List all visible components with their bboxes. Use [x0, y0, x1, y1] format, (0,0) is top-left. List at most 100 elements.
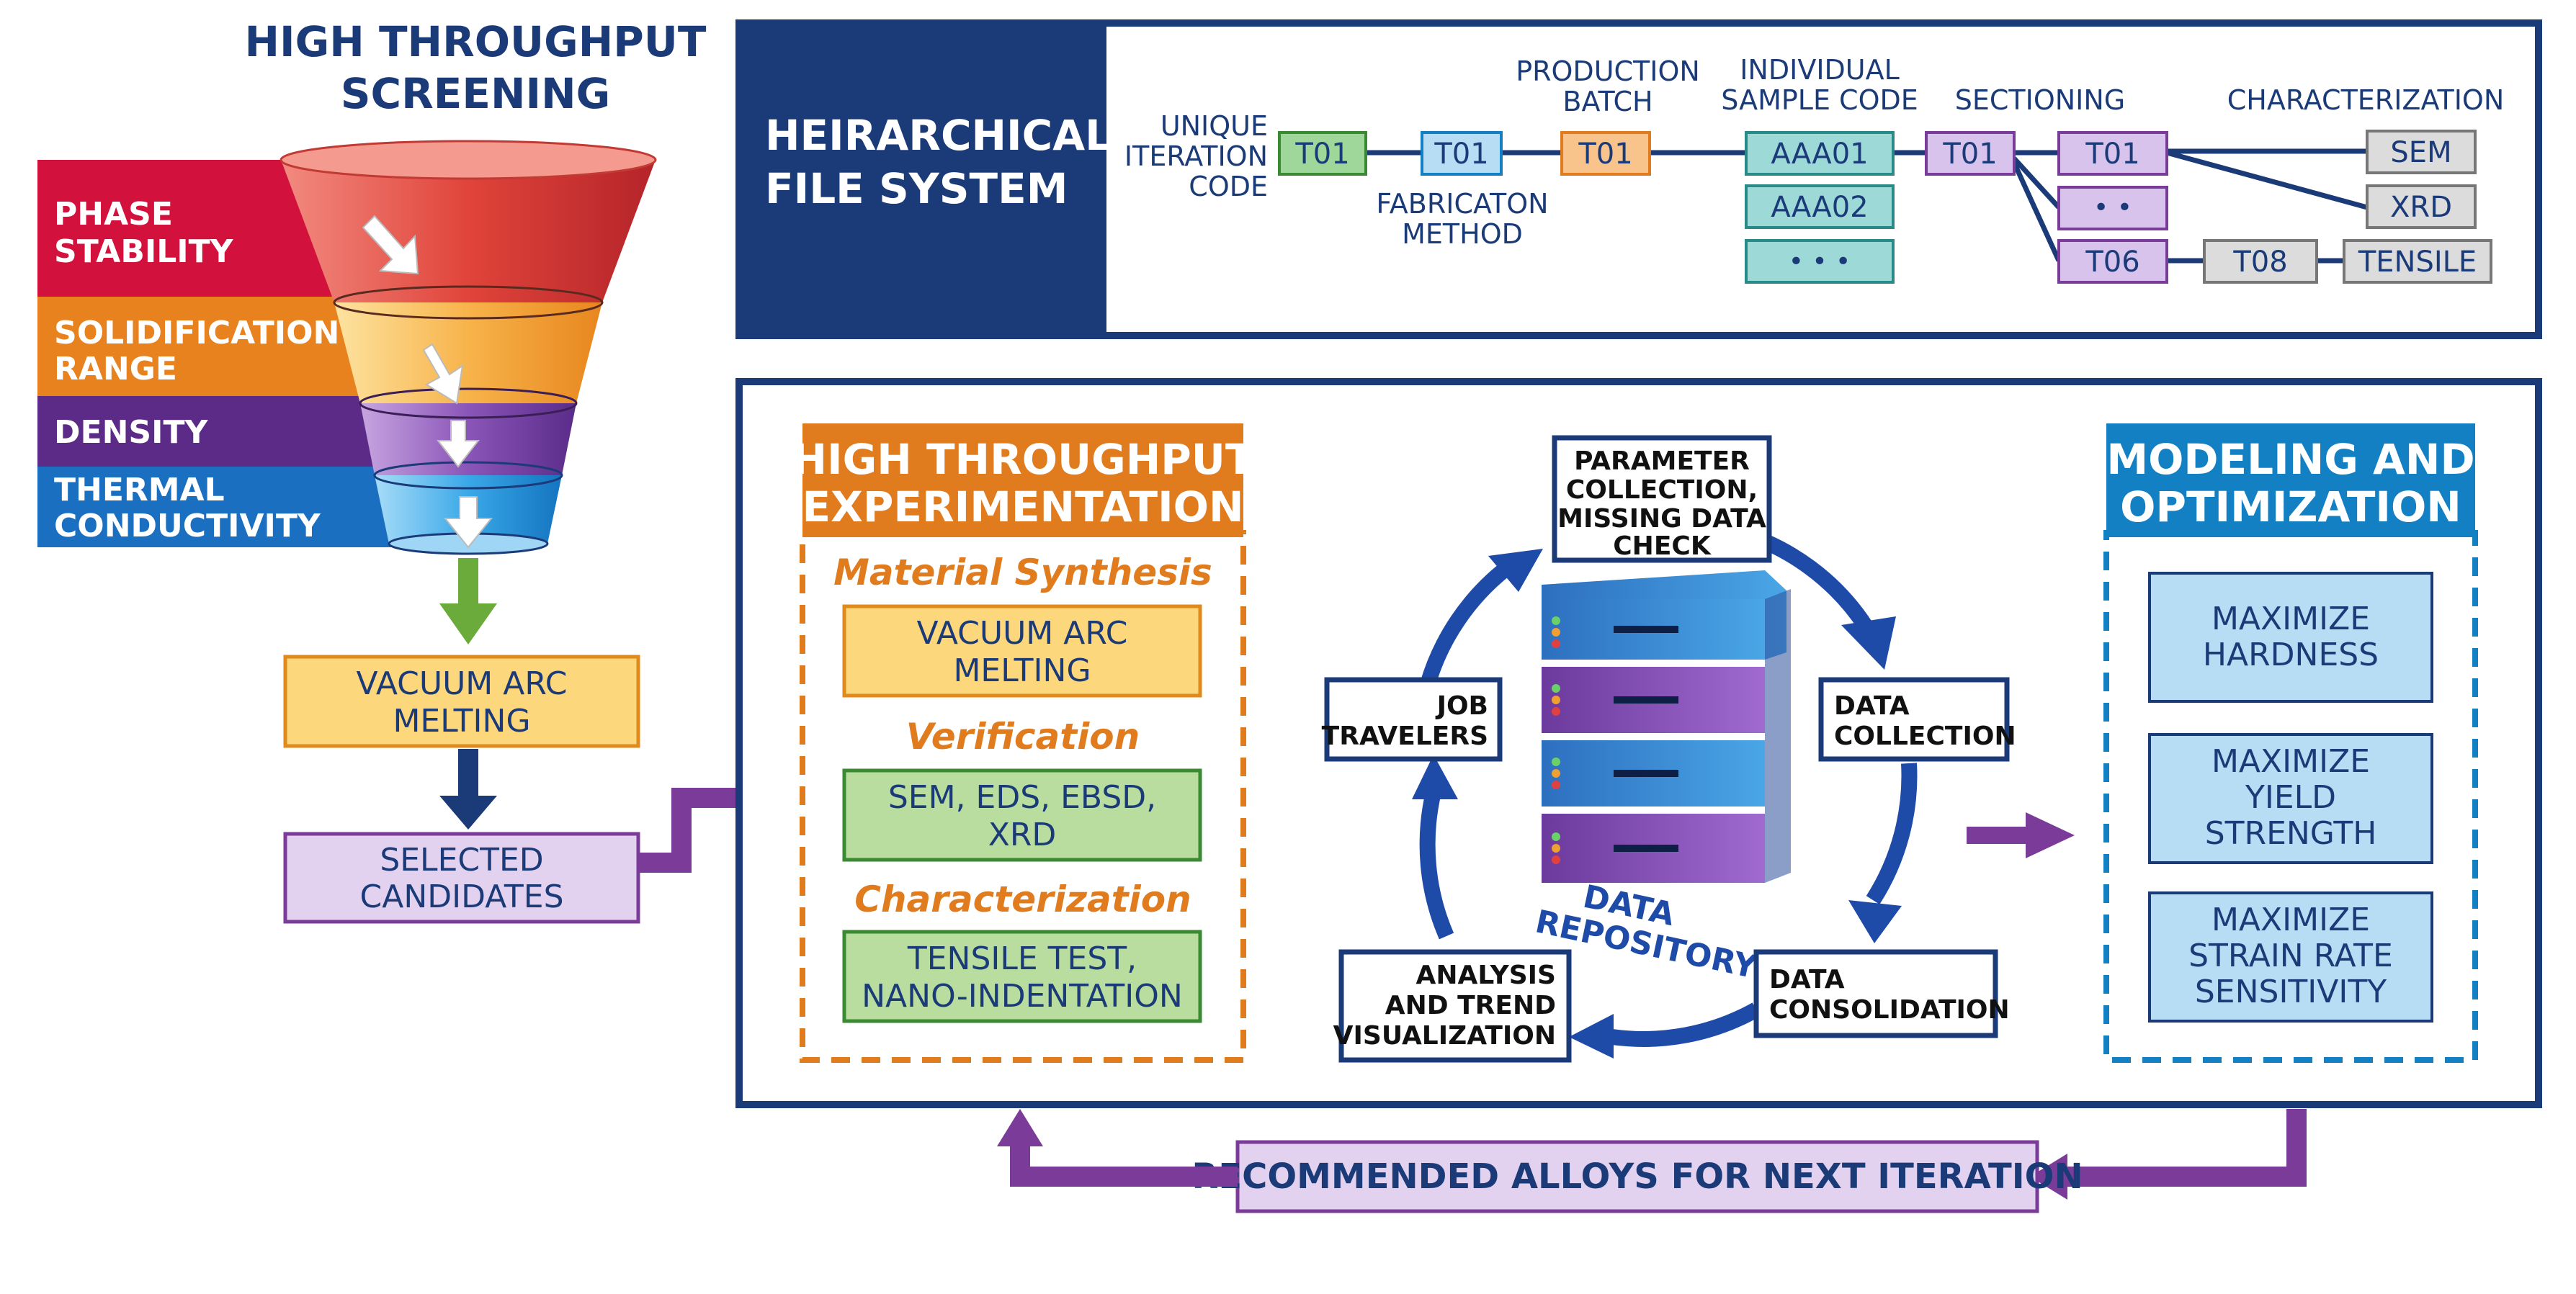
- box-sub2: [2057, 186, 2168, 230]
- consolidation-line1: DATA: [1769, 965, 1845, 994]
- band-density-label: DENSITY: [54, 414, 208, 451]
- verification-line1: SEM, EDS, EBSD,: [888, 779, 1156, 816]
- strain-line3: SENSITIVITY: [2195, 974, 2387, 1010]
- analysis-line2: AND TREND: [1385, 991, 1556, 1020]
- box-batch: [1560, 131, 1651, 176]
- hardness-box: [2148, 572, 2433, 703]
- screening-title-line1: HIGH THROUGHPUT: [245, 17, 707, 66]
- job-line2: TRAVELERS: [1322, 722, 1488, 751]
- box-iteration-text: T01: [1294, 138, 1349, 171]
- box-sample3-text: • • •: [1789, 247, 1851, 277]
- feedback-box: [1235, 1140, 2039, 1213]
- box-sub2-text: • •: [2093, 193, 2132, 223]
- feedback-loop: RECOMMENDED ALLOYS FOR NEXT ITERATION: [997, 1109, 2307, 1213]
- screening-title-line2: SCREENING: [341, 69, 611, 118]
- feedback-right-arrow: [2060, 1109, 2307, 1187]
- candidates-box: [283, 832, 640, 924]
- band-solid-label2: RANGE: [54, 351, 177, 387]
- characterization-line2: NANO-INDENTATION: [862, 978, 1183, 1015]
- param-line1: PARAMETER: [1574, 446, 1750, 476]
- collection-line1: DATA: [1834, 691, 1910, 721]
- characterization-box: [842, 930, 1202, 1023]
- analysis-box: [1338, 949, 1572, 1063]
- synthesis-box: [842, 604, 1202, 698]
- param-line3: MISSING DATA: [1557, 504, 1766, 534]
- yield-line2: YIELD: [2245, 779, 2336, 816]
- modeling-title-line1: MODELING AND: [2106, 435, 2474, 484]
- verification-box: [842, 768, 1202, 862]
- box-sub3-text: T06: [2085, 246, 2139, 279]
- box-iteration: [1278, 131, 1367, 176]
- characterization-line1: TENSILE TEST,: [907, 940, 1137, 977]
- strain-rate-box: [2148, 891, 2433, 1023]
- box-sem-text: SEM: [2390, 136, 2451, 169]
- label-unique-3: CODE: [1189, 171, 1268, 202]
- box-section-text: T01: [1942, 138, 1997, 171]
- box-sub1-text: T01: [2085, 138, 2139, 171]
- melting-line1: VACUUM ARC: [357, 665, 568, 702]
- melting-line2: MELTING: [393, 703, 530, 740]
- band-density: [37, 396, 398, 467]
- box-tensile-text: TENSILE: [2358, 246, 2477, 279]
- strain-line1: MAXIMIZE: [2211, 902, 2370, 938]
- yield-line1: MAXIMIZE: [2211, 743, 2370, 780]
- box-fabrication: [1421, 131, 1503, 176]
- yield-strength-box: [2148, 733, 2433, 864]
- band-solid-label1: SOLIDIFICATION: [54, 315, 339, 351]
- experimentation-title-line2: EXPERIMENTATION: [802, 482, 1243, 531]
- label-characterization: CHARACTERIZATION: [2227, 84, 2505, 116]
- modeling-header: [2106, 423, 2475, 537]
- cycle-arrowheads: [1412, 549, 1902, 1059]
- modeling-section: MODELING AND OPTIMIZATION MAXIMIZE HARDN…: [2103, 423, 2478, 1063]
- repository-cycle: DATA REPOSITORY PARAMETER COLLECTION, MI…: [1322, 435, 2075, 1063]
- box-sub4-text: T08: [2232, 246, 2287, 279]
- melting-box: [283, 655, 640, 748]
- band-thermal-label2: CONDUCTIVITY: [54, 508, 321, 544]
- experimentation-section: HIGH THROUGHPUT EXPERIMENTATION Material…: [792, 423, 1254, 1063]
- box-sub4: [2203, 239, 2318, 284]
- collection-line2: COLLECTION: [1834, 722, 2016, 751]
- file-system-title-line2: FILE SYSTEM: [765, 164, 1068, 213]
- box-sample1: [1745, 131, 1895, 176]
- verification-label: Verification: [906, 716, 1140, 758]
- job-line1: JOB: [1435, 691, 1488, 721]
- navy-down-arrow: [439, 749, 497, 830]
- box-sub3: [2057, 239, 2168, 284]
- synthesis-label: Material Synthesis: [833, 552, 1212, 593]
- file-system-title-panel: [739, 23, 1106, 336]
- box-xrd: [2366, 184, 2477, 229]
- verification-line2: XRD: [988, 817, 1057, 853]
- screening-funnel: [279, 140, 657, 555]
- candidates-line2: CANDIDATES: [360, 879, 564, 915]
- file-system-title-line1: HEIRARCHICAL: [765, 111, 1112, 160]
- green-down-arrow: [439, 558, 497, 644]
- hardness-line1: MAXIMIZE: [2211, 601, 2370, 637]
- feedback-left-arrow: [1010, 1142, 1238, 1187]
- file-tree-connectors: [1366, 148, 2368, 264]
- experimentation-header: [802, 423, 1243, 537]
- box-xrd-text: XRD: [2390, 191, 2452, 224]
- box-sample3: [1745, 239, 1895, 284]
- box-fabrication-text: T01: [1434, 138, 1488, 171]
- label-unique-1: UNIQUE: [1160, 110, 1268, 142]
- strain-line2: STRAIN RATE: [2188, 938, 2393, 974]
- parameter-collection-box: [1552, 435, 1772, 563]
- data-collection-box: [1818, 677, 2010, 762]
- candidates-line1: SELECTED: [380, 842, 543, 879]
- screening-section: HIGH THROUGHPUT SCREENING PHASE STABILIT…: [37, 17, 797, 924]
- box-sem: [2366, 130, 2477, 174]
- label-prod-1: PRODUCTION: [1516, 55, 1700, 87]
- consolidation-line2: CONSOLIDATION: [1769, 995, 2010, 1025]
- label-ind-2: SAMPLE CODE: [1721, 84, 1918, 116]
- server-stack-icon: [1542, 570, 1791, 883]
- box-sub1: [2057, 131, 2168, 176]
- analysis-line3: VISUALIZATION: [1333, 1021, 1556, 1051]
- box-section: [1925, 131, 2016, 176]
- param-line2: COLLECTION,: [1566, 475, 1758, 505]
- band-phase-label2: STABILITY: [54, 233, 234, 270]
- synthesis-line1: VACUUM ARC: [917, 615, 1128, 652]
- candidates-to-experiment-arrow: [638, 788, 755, 873]
- experimentation-title-line1: HIGH THROUGHPUT: [792, 435, 1254, 484]
